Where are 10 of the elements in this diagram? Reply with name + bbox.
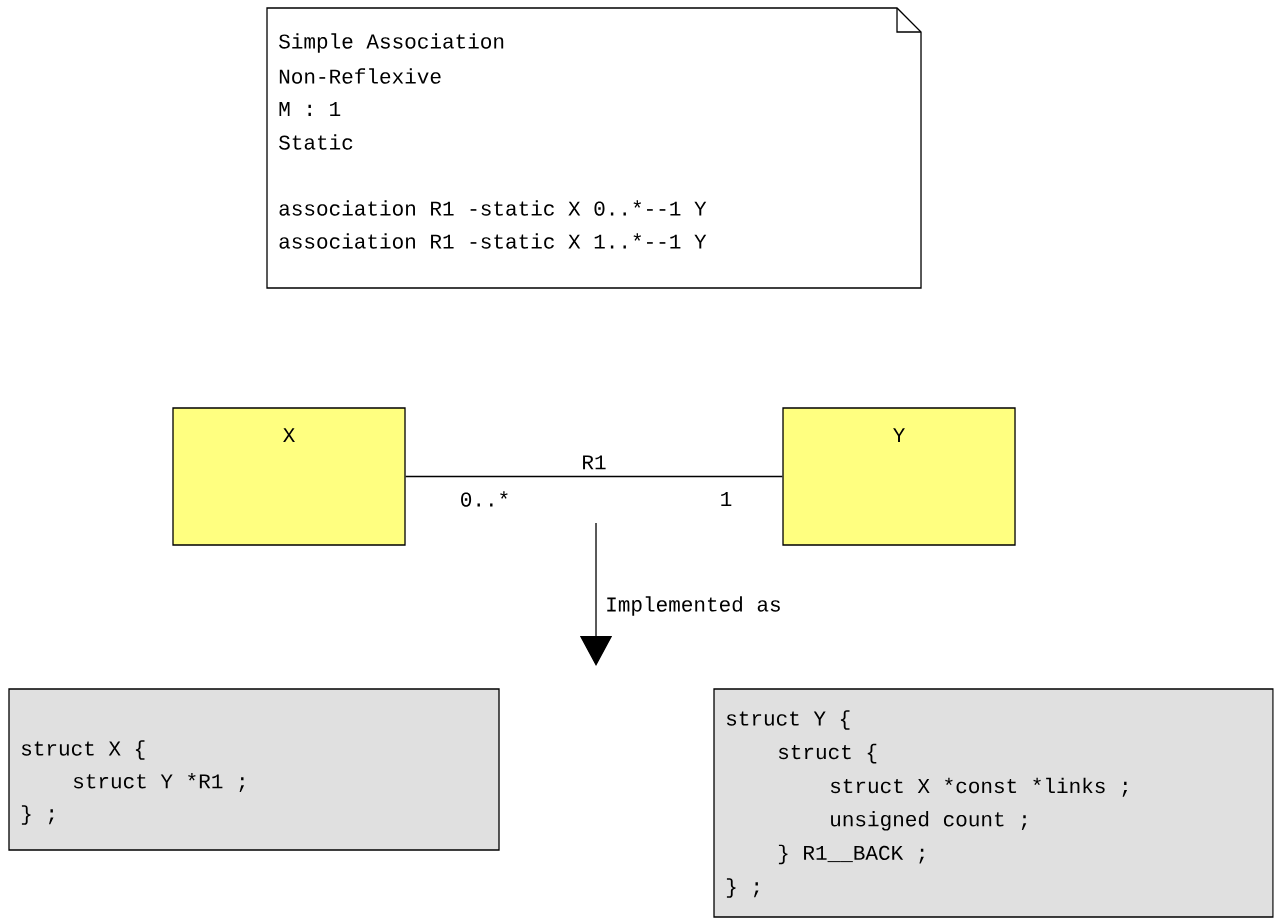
- class-box: Y: [782, 407, 1016, 546]
- multiplicity-label: 1: [721, 492, 732, 506]
- edge-label: R1: [583, 455, 606, 470]
- code-box: struct Y { struct { struct X *const *links ; unsigned count ; } R1__BACK ; } ;: [713, 688, 1274, 918]
- note-box: Simple Association Non-Reflexive M : 1 Static association R1 -static X 0..*--1 Y association R1 -static X 1..*--1 Y: [266, 7, 922, 289]
- class-box: X: [172, 407, 406, 546]
- association-line: [405, 475, 783, 478]
- code-box: struct X { struct Y *R1 ; } ;: [8, 688, 500, 851]
- arrow-label: Implemented as: [607, 596, 780, 616]
- multiplicity-label: 0..*: [461, 491, 508, 507]
